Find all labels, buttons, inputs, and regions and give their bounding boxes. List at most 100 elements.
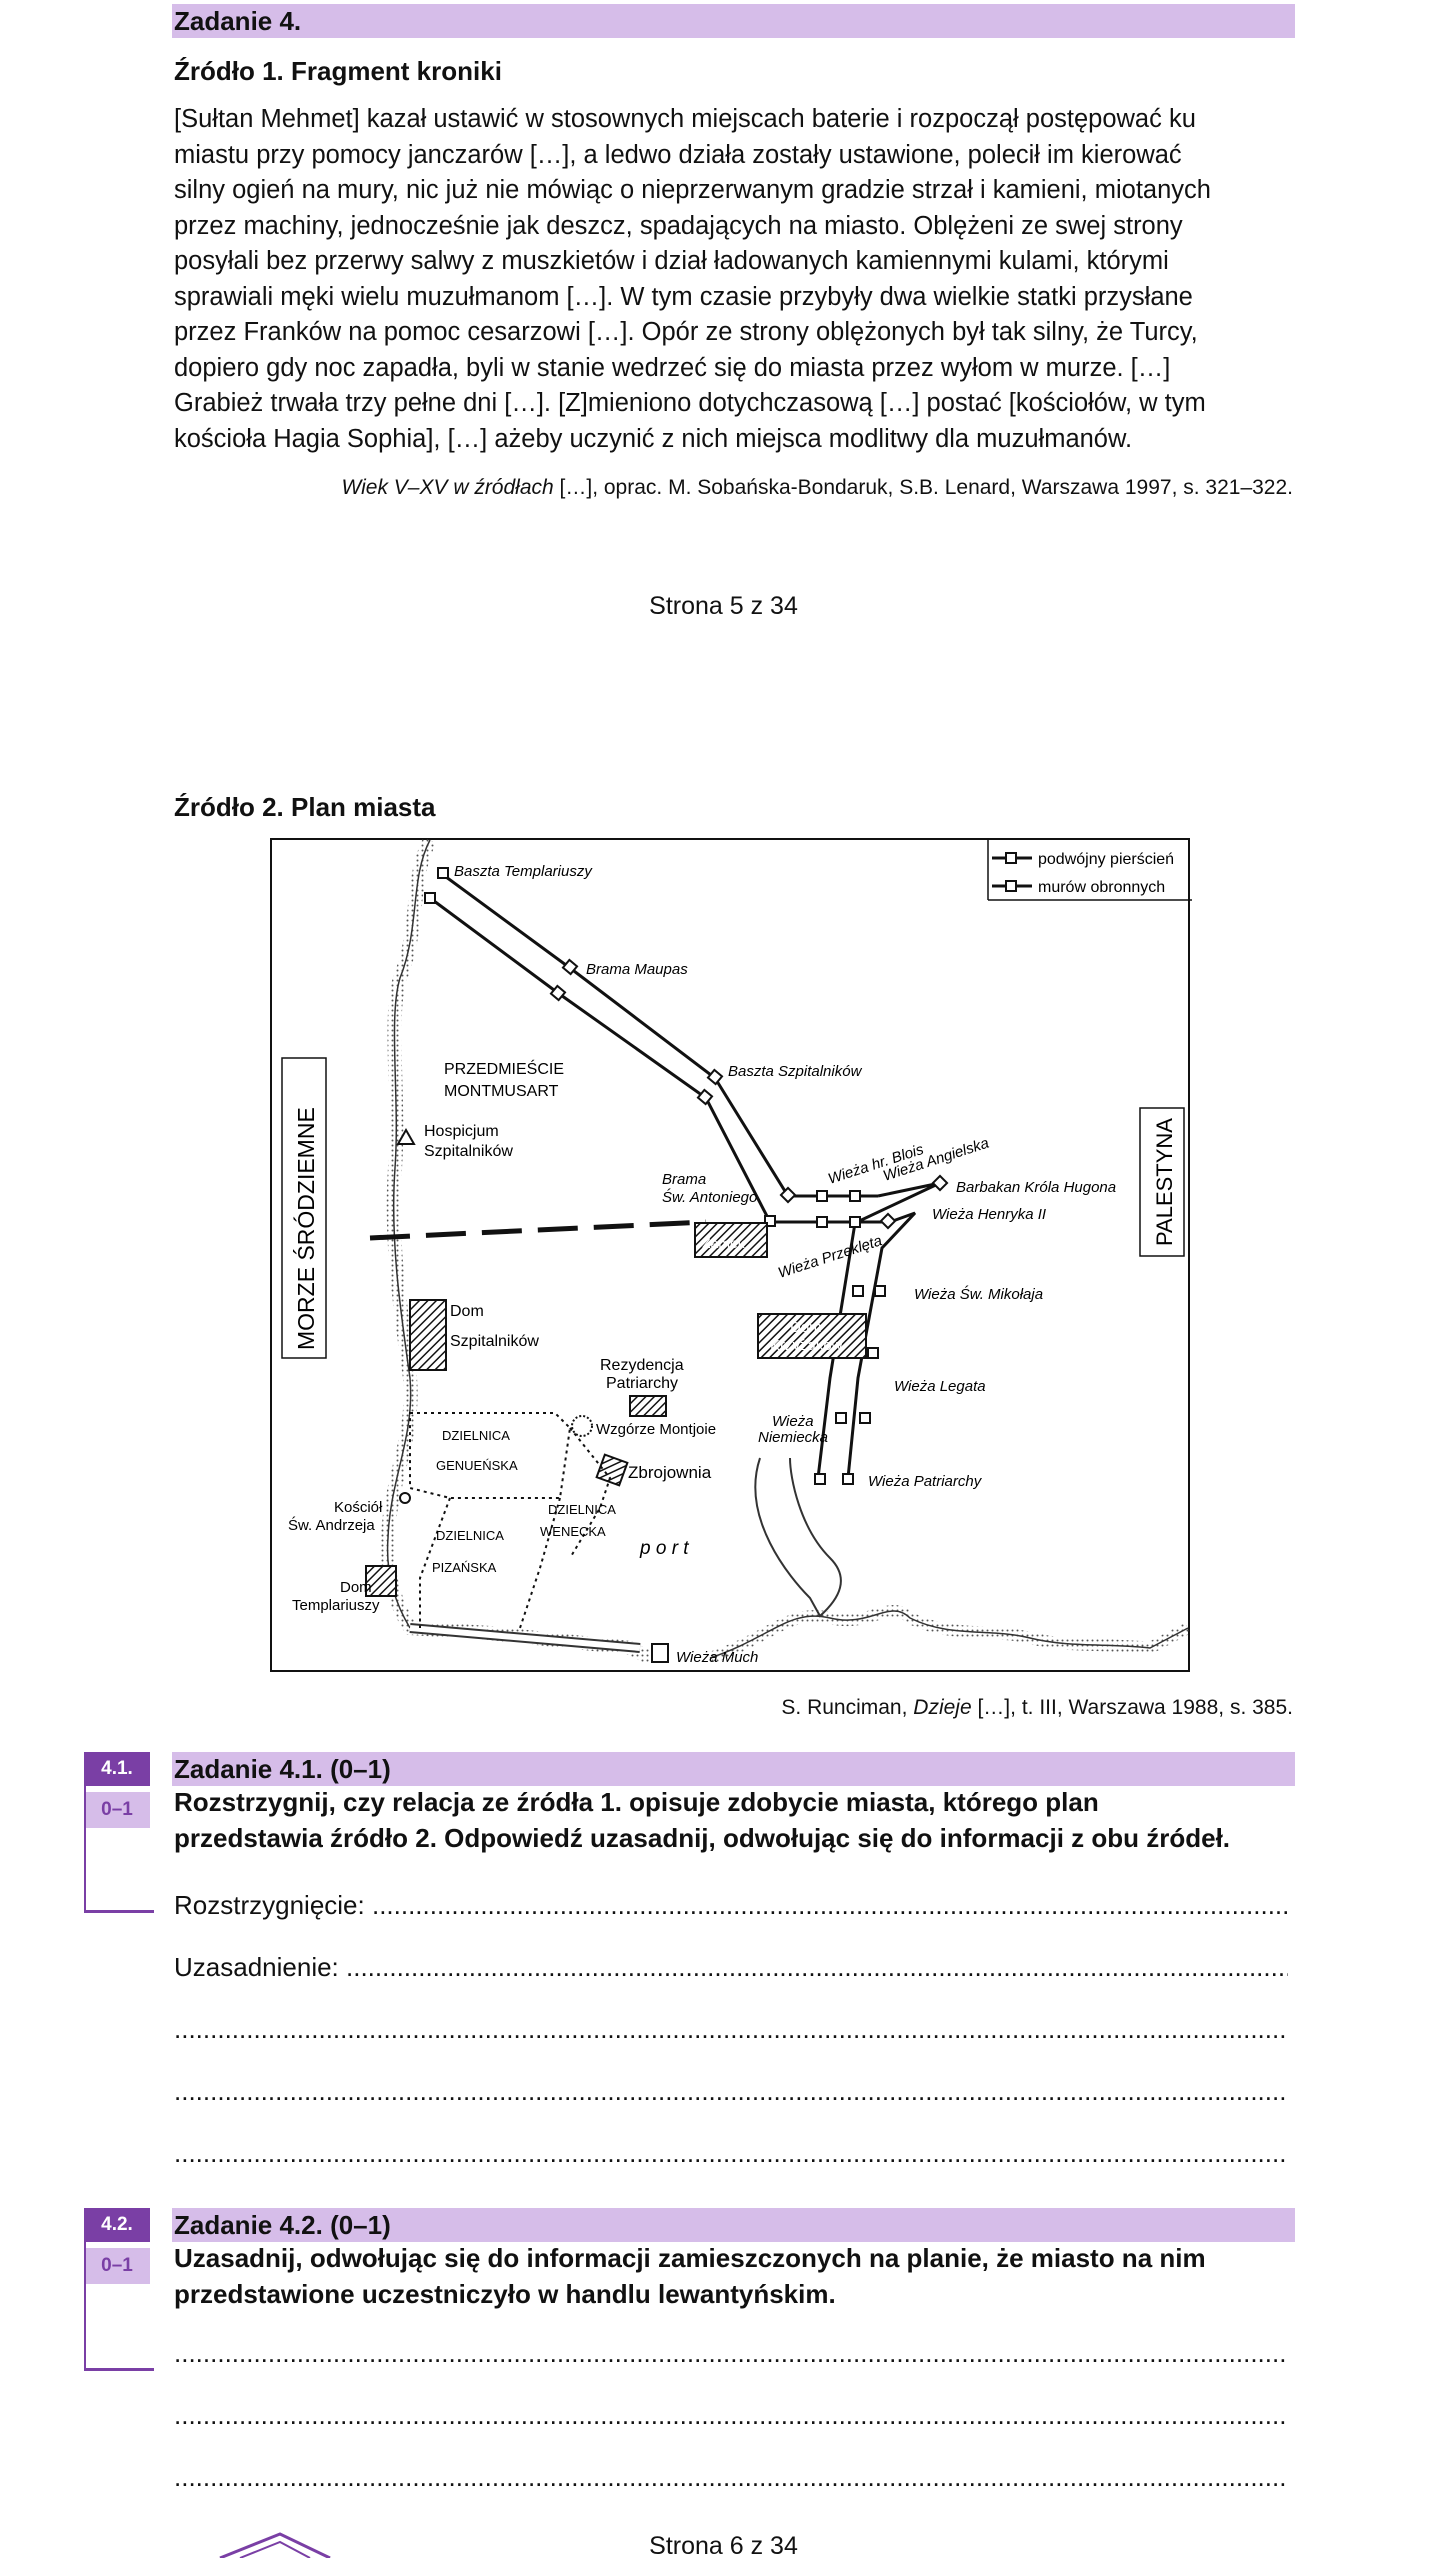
- label-zamek: Zamek: [702, 1235, 746, 1251]
- label-port: p o r t: [639, 1538, 689, 1559]
- task-title: Zadanie 4.2. (0–1): [174, 2210, 391, 2240]
- justification-answer-line[interactable]: Uzasadnienie: ..........................…: [174, 1952, 1288, 1983]
- task-header-bar: Zadanie 4.1. (0–1): [172, 1752, 1295, 1786]
- decision-answer-line[interactable]: Rozstrzygnięcie: .......................…: [174, 1890, 1288, 1921]
- score-box: [84, 1752, 154, 1913]
- text-line: kościoła Hagia Sophia], […] ażeby uczyni…: [174, 424, 1133, 453]
- page-number: Strona 5 z 34: [649, 592, 798, 620]
- text-line: posyłali bez przerwy salwy z muszkietów …: [174, 247, 1169, 275]
- task-title: Zadanie 4.: [174, 6, 302, 36]
- east-mole: [754, 1457, 842, 1618]
- patriarch-residence: [629, 1395, 667, 1417]
- answer-line[interactable]: ........................................…: [174, 2400, 1288, 2430]
- answer-line[interactable]: ........................................…: [174, 2076, 1288, 2106]
- decision-label: Rozstrzygnięcie:: [174, 1890, 372, 1920]
- text-line: [Sułtan Mehmet] kazał ustawić w stosowny…: [174, 105, 1196, 133]
- label-baszta-templariuszy: Baszta Templariuszy: [454, 863, 593, 880]
- sea-label: MORZE ŚRÓDZIEMNE: [292, 1107, 319, 1350]
- label-wieza-niemiecka-2: Niemiecka: [758, 1429, 828, 1446]
- arsenal: [595, 1453, 629, 1487]
- inner-wall: [369, 1219, 707, 1241]
- task-number-badge: 4.2.: [84, 2208, 150, 2242]
- task-number-badge: 4.1.: [84, 1752, 150, 1786]
- label-pizanska: PIZAŃSKA: [432, 1560, 497, 1575]
- label-brama-2: Św. Antoniego: [662, 1188, 757, 1206]
- citation-details: […], t. III, Warszawa 1988, s. 385.: [971, 1696, 1293, 1719]
- citation-title: Wiek V–XV w źródłach: [341, 476, 554, 499]
- teutonic-house: [757, 1313, 867, 1359]
- text-line: przez machiny, jednocześnie jak deszcz, …: [174, 211, 1183, 240]
- label-rezydencja: Rezydencja: [600, 1357, 684, 1374]
- instruction-line: przedstawia źródło 2. Odpowiedź uzasadni…: [174, 1823, 1231, 1853]
- task-instruction: Rozstrzygnij, czy relacja ze źródła 1. o…: [174, 1784, 1299, 1856]
- page-number: Strona 6 z 34: [649, 2532, 798, 2560]
- label-wieza-patriarchy: Wieża Patriarchy: [868, 1473, 983, 1490]
- city-plan-map: podwójny pierścień murów obronnych MORZE…: [270, 838, 1192, 1672]
- text-line: Grabież trwała trzy pełne dni […]. [Z]mi…: [174, 389, 1206, 417]
- answer-line[interactable]: ........................................…: [174, 2014, 1288, 2044]
- label-zbrojownia: Zbrojownia: [628, 1463, 712, 1482]
- answer-line[interactable]: ........................................…: [174, 2462, 1288, 2492]
- label-dom-szp: Dom: [450, 1303, 484, 1320]
- label-krzyzakow: Krzyżaków: [770, 1337, 843, 1354]
- legend-label-1: podwójny pierścień: [1038, 851, 1174, 868]
- label-hospicjum: Hospicjum: [424, 1123, 499, 1140]
- dotted-line: ........................................…: [346, 1952, 1288, 1982]
- text-line: miastu przy pomocy janczarów […], a ledw…: [174, 140, 1182, 169]
- text-line: sprawiali męki wielu muzułmanom […]. W t…: [174, 282, 1193, 311]
- label-przedmiescie: PRZEDMIEŚCIE: [444, 1059, 564, 1078]
- legend-label-2: murów obronnych: [1038, 879, 1165, 896]
- label-wieza-niemiecka: Wieża: [772, 1413, 814, 1430]
- text-line: silny ogień na mury, nic już nie mówiąc …: [174, 176, 1211, 204]
- citation-author: S. Runciman,: [781, 1696, 914, 1719]
- task-instruction: Uzasadnij, odwołując się do informacji z…: [174, 2240, 1299, 2312]
- hospitallers-house: [409, 1299, 447, 1371]
- answer-line[interactable]: ........................................…: [174, 2138, 1288, 2168]
- map-labels-caps: PRZEDMIEŚCIE MONTMUSART DZIELNICA GENUEŃ…: [432, 1059, 616, 1575]
- label-baszta-szpitalnikow: Baszta Szpitalników: [728, 1063, 863, 1080]
- label-dzielnica-gen: DZIELNICA: [442, 1428, 510, 1443]
- label-templariuszy: Templariuszy: [292, 1597, 380, 1614]
- dotted-line: ........................................…: [371, 1890, 1288, 1920]
- justification-label: Uzasadnienie:: [174, 1952, 346, 1982]
- label-dom-szp-2: Szpitalników: [450, 1333, 539, 1350]
- cke-logo: [219, 2532, 331, 2558]
- label-wieza-mikolaja: Wieża Św. Mikołaja: [914, 1285, 1043, 1303]
- map-labels-serif: Hospicjum Szpitalników Zamek Dom Szpital…: [288, 1123, 843, 1614]
- hospice-marker: [396, 1127, 416, 1145]
- score-box: [84, 2208, 154, 2371]
- label-dzielnica-piz: DZIELNICA: [436, 1528, 504, 1543]
- montjoie-marker: [571, 1415, 593, 1437]
- label-wieza-henryka: Wieża Henryka II: [932, 1206, 1046, 1223]
- source2-heading: Źródło 2. Plan miasta: [174, 792, 436, 822]
- answer-line[interactable]: ........................................…: [174, 2338, 1288, 2368]
- instruction-line: przedstawione uczestniczyło w handlu lew…: [174, 2279, 836, 2309]
- task-title: Zadanie 4.1. (0–1): [174, 1754, 391, 1784]
- coastline-edge: [386, 839, 431, 1629]
- label-dom-templ: Dom: [340, 1579, 372, 1596]
- label-genuenska: GENUEŃSKA: [436, 1458, 518, 1473]
- castle-building: [694, 1222, 768, 1258]
- label-hospicjum-2: Szpitalników: [424, 1143, 513, 1160]
- instruction-line: Uzasadnij, odwołując się do informacji z…: [174, 2243, 1206, 2273]
- palestine-label: PALESTYNA: [1152, 1118, 1177, 1246]
- citation-details: […], oprac. M. Sobańska-Bondaruk, S.B. L…: [553, 476, 1293, 499]
- label-kosciol: Kościół: [334, 1499, 383, 1516]
- church-marker: [399, 1492, 411, 1504]
- map-legend: podwójny pierścień murów obronnych: [987, 838, 1192, 901]
- label-brama: Brama: [662, 1171, 706, 1188]
- instruction-line: Rozstrzygnij, czy relacja ze źródła 1. o…: [174, 1787, 1099, 1817]
- source1-heading: Źródło 1. Fragment kroniki: [174, 56, 502, 86]
- label-dom-krzyzakow: Dom: [790, 1319, 822, 1336]
- label-barbakan: Barbakan Króla Hugona: [956, 1179, 1116, 1196]
- templars-house: [365, 1565, 397, 1597]
- label-wenecka: WENECKA: [540, 1524, 606, 1539]
- text-line: dopiero gdy noc zapadła, byli w stanie w…: [174, 353, 1171, 382]
- label-dzielnica-wen: DZIELNICA: [548, 1502, 616, 1517]
- task-points-badge: 0–1: [84, 2248, 150, 2284]
- source1-citation: Wiek V–XV w źródłach […], oprac. M. Soba…: [341, 476, 1293, 500]
- label-patriarchy: Patriarchy: [606, 1375, 678, 1392]
- citation-title: Dzieje: [913, 1696, 972, 1719]
- label-montmusart: MONTMUSART: [444, 1083, 559, 1100]
- label-wieza-legata: Wieża Legata: [894, 1378, 986, 1395]
